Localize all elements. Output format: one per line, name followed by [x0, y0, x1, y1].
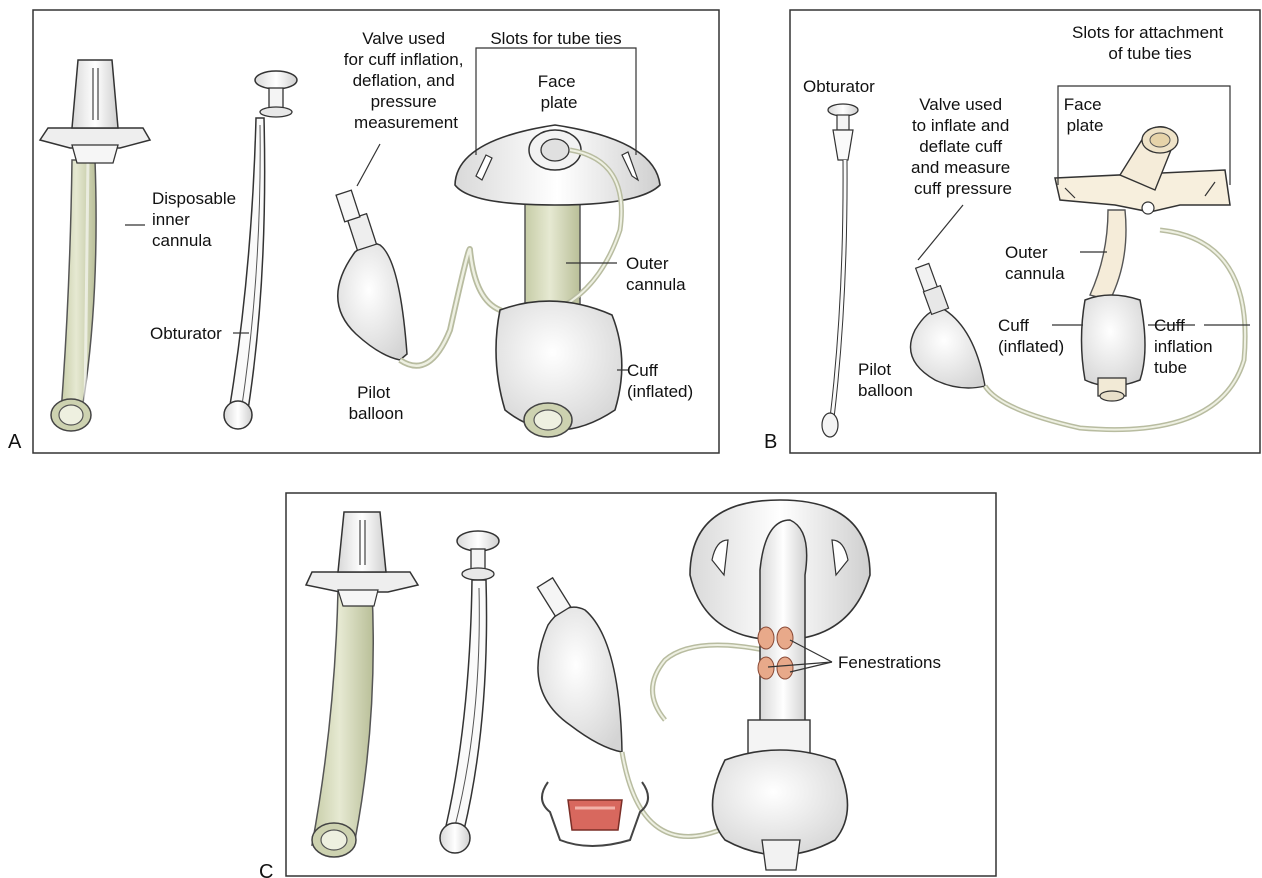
label-valve-b: Valve used to inflate and deflate cuff a…: [911, 95, 1015, 198]
label-obturator-a: Obturator: [150, 324, 222, 343]
panel-a-letter: A: [8, 431, 22, 453]
label-fenestrations-c: Fenestrations: [838, 653, 941, 672]
label-obturator-b: Obturator: [803, 77, 875, 96]
panel-c: Fenestrations C: [259, 493, 996, 878]
panel-c-letter: C: [259, 861, 273, 878]
panel-b: Slots for attachment of tube ties Obtura…: [764, 10, 1260, 453]
fenestration-3: [758, 657, 774, 679]
panel-c-frame: [286, 493, 996, 876]
fenestration-1: [758, 627, 774, 649]
panel-a: Valve used for cuff inflation, deflation…: [8, 10, 719, 453]
label-valve-a: Valve used for cuff inflation, deflation…: [344, 29, 468, 132]
label-slots-a: Slots for tube ties: [490, 29, 621, 48]
fenestration-2: [777, 627, 793, 649]
panel-b-letter: B: [764, 431, 777, 453]
fenestration-4: [777, 657, 793, 679]
